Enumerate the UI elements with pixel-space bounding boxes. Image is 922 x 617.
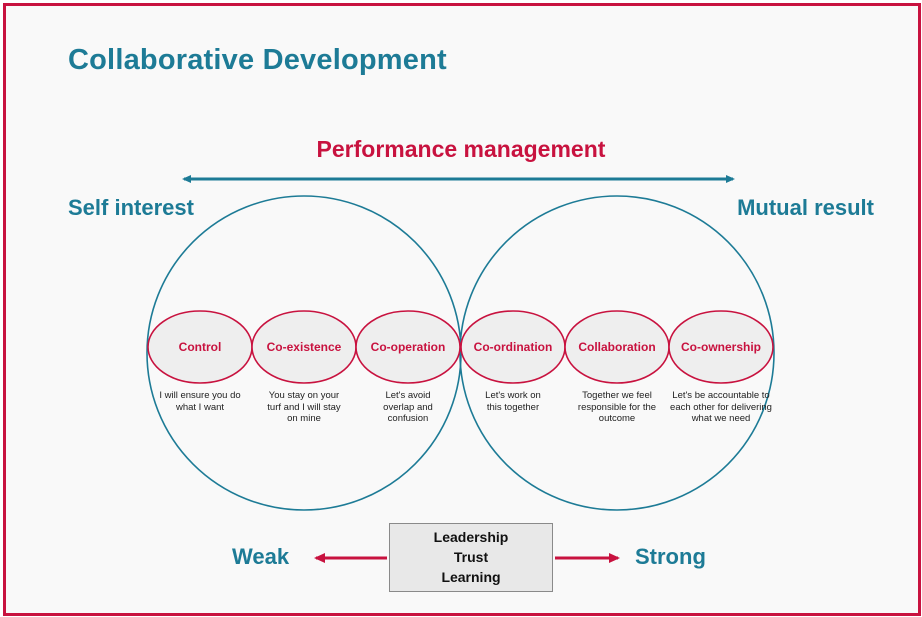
box-line-learning: Learning (441, 569, 501, 585)
stage-label-collaboration: Collaboration (578, 340, 656, 354)
self-interest-label: Self interest (68, 195, 194, 220)
mutual-result-label: Mutual result (737, 195, 874, 220)
stage-oval-co-ownership (668, 310, 774, 384)
stage-desc-collaboration: Together we feel responsible for the out… (577, 390, 657, 424)
stage-label-co-operation: Co-operation (370, 340, 446, 354)
stage-desc-control: I will ensure you do what I want (159, 390, 241, 413)
stage-label-co-existence: Co-existence (266, 340, 342, 354)
stage-desc-co-existence: You stay on your turf and I will stay on… (267, 390, 341, 424)
box-line-trust: Trust (453, 549, 489, 565)
performance-management-label: Performance management (316, 136, 606, 162)
weak-label: Weak (232, 544, 290, 569)
stage-label-co-ownership: Co-ownership (681, 340, 761, 354)
stage-desc-co-operation: Let's avoid overlap and confusion (383, 390, 433, 424)
stage-label-co-ordination: Co-ordination (473, 340, 553, 354)
stage-oval-co-operation (355, 310, 461, 384)
leadership-trust-learning-box: Leadership Trust Learning (389, 523, 553, 592)
stage-label-control: Control (178, 340, 222, 354)
stage-desc-co-ordination: Let's work on this together (485, 390, 541, 413)
stage-desc-co-ownership: Let's be accountable to each other for d… (670, 390, 772, 424)
page-title: Collaborative Development (68, 44, 447, 76)
box-line-leadership: Leadership (433, 529, 509, 545)
strong-label: Strong (635, 544, 706, 569)
